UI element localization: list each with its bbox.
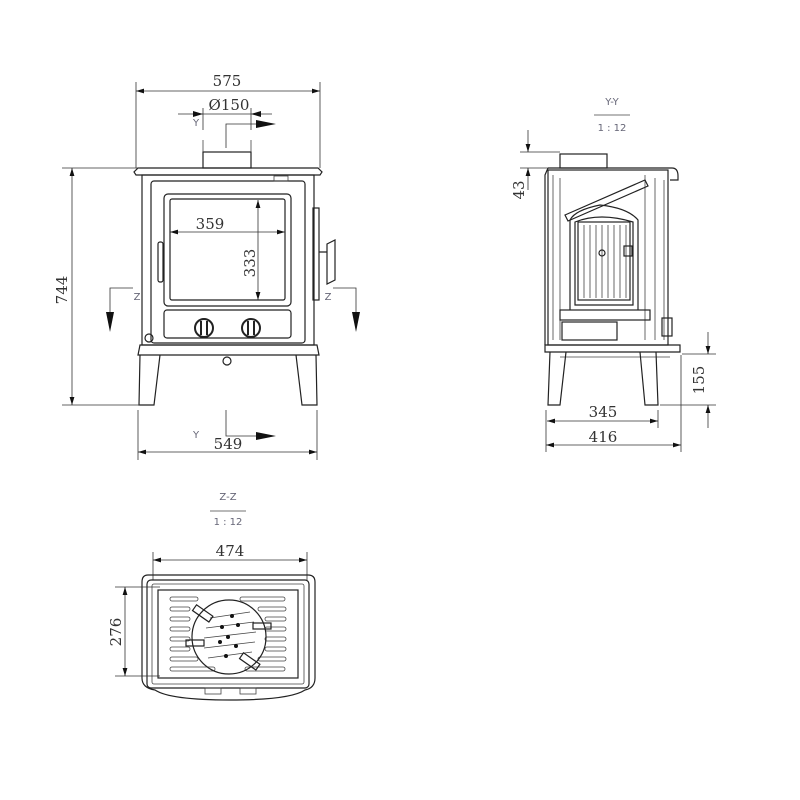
dimension-label: 276 [107, 618, 125, 647]
glass-frame [163, 193, 292, 307]
section-label: Z [134, 292, 141, 303]
stove-outline [141, 574, 316, 701]
base-plate [137, 344, 320, 356]
door-glass [169, 198, 286, 301]
firebox-door-grille [577, 221, 631, 301]
dimension-label: 43 [510, 180, 528, 199]
inner-door [574, 216, 634, 306]
leg-left [138, 354, 161, 406]
riddler-handle [319, 239, 336, 285]
front-view: 575 Ø150 Y 359 333 744 [53, 72, 360, 460]
dimension-label: 744 [53, 276, 71, 305]
dimension-label: 549 [214, 435, 243, 453]
dimension-label: 474 [216, 542, 245, 560]
air-control-knob [194, 318, 214, 338]
scale-label: 1 : 12 [598, 123, 627, 134]
leg-right [295, 354, 318, 406]
baffle [564, 179, 649, 222]
section-title: Z-Z [219, 492, 236, 503]
leg-front [547, 351, 567, 406]
side-view-section-y: Y-Y 1 : 12 43 155 [510, 97, 716, 452]
top-view-section-z: Z-Z 1 : 12 474 [107, 492, 316, 701]
dimension-label: 416 [589, 428, 618, 446]
leg-rear [639, 351, 659, 406]
dimension-label: 345 [589, 403, 618, 421]
flue-collar [202, 151, 252, 169]
dimension-label: Ø150 [209, 96, 250, 114]
section-label: Y [192, 430, 200, 441]
door-handle [157, 241, 164, 283]
section-label: Z [325, 292, 332, 303]
dimension-label: 575 [213, 72, 242, 90]
top-plate [133, 167, 323, 176]
section-title: Y-Y [604, 97, 619, 108]
stove-body [141, 174, 315, 346]
side-hinge [312, 207, 320, 301]
flue-collar [559, 153, 608, 169]
dimension-label: 359 [196, 215, 225, 233]
riddling-grate [191, 599, 267, 675]
section-label: Y [192, 118, 200, 129]
scale-label: 1 : 12 [214, 517, 243, 528]
dimension-label: 333 [241, 249, 259, 278]
door-panel [150, 180, 306, 344]
air-control-knob [241, 318, 261, 338]
dimension-label: 155 [690, 366, 708, 395]
grate-slots [169, 596, 287, 672]
